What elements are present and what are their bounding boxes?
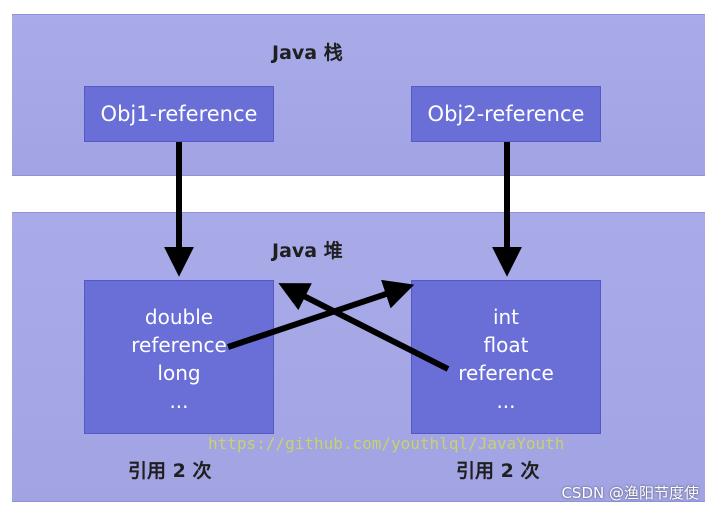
obj1-reference-box: Obj1-reference bbox=[84, 86, 274, 142]
obj1-reference-label: Obj1-reference bbox=[100, 102, 258, 126]
reference-count-right: 引用 2 次 bbox=[456, 460, 540, 482]
java-stack-title: Java 栈 bbox=[272, 42, 343, 64]
github-watermark: https://github.com/youthlql/JavaYouth bbox=[208, 434, 565, 453]
field-long: long bbox=[157, 361, 201, 385]
reference-count-left: 引用 2 次 bbox=[128, 460, 212, 482]
field-int: int bbox=[492, 305, 520, 329]
field-float: float bbox=[483, 333, 529, 357]
field-reference: reference bbox=[131, 333, 227, 357]
field-ellipsis: ... bbox=[169, 389, 189, 413]
obj2-reference-box: Obj2-reference bbox=[411, 86, 601, 142]
obj2-reference-label: Obj2-reference bbox=[427, 102, 585, 126]
heap-object-right: int float reference ... bbox=[411, 280, 601, 434]
field-ellipsis: ... bbox=[496, 389, 516, 413]
heap-object-left: double reference long ... bbox=[84, 280, 274, 434]
field-double: double bbox=[144, 305, 214, 329]
csdn-credit: CSDN @渔阳节度使 bbox=[561, 484, 699, 502]
java-heap-title: Java 堆 bbox=[272, 240, 343, 262]
field-reference: reference bbox=[458, 361, 554, 385]
